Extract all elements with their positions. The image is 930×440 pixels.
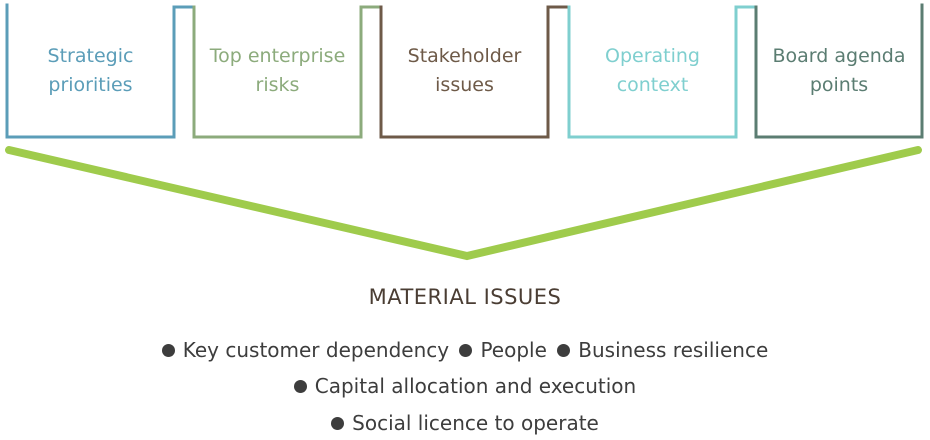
issue-item: Social licence to operate (331, 411, 599, 435)
issues-line-1: Key customer dependency People Business … (0, 338, 930, 362)
box-label-board-agenda-points: Board agenda points (772, 45, 906, 96)
issue-label: People (480, 338, 547, 362)
box-label-operating-context: Operating context (605, 45, 700, 96)
bullet-icon (293, 380, 307, 393)
funnel-chevron (5, 146, 922, 261)
box-board-agenda-points (754, 3, 924, 139)
bullet-icon (557, 344, 571, 357)
box-label-strategic-priorities: Strategic priorities (47, 45, 134, 96)
box-label-top-enterprise-risks: Top enterprise risks (209, 45, 346, 96)
issue-label: Key customer dependency (182, 338, 450, 362)
box-top-enterprise-risks (192, 5, 383, 139)
issues-line-2: Capital allocation and execution (0, 374, 930, 398)
box-operating-context (567, 5, 758, 139)
issue-label: Capital allocation and execution (314, 374, 637, 398)
box-stakeholder-issues (379, 5, 571, 139)
issue-item: Key customer dependency (161, 338, 450, 362)
box-label-stakeholder-issues: Stakeholder issues (407, 45, 522, 96)
issue-label: Social licence to operate (352, 411, 599, 435)
box-strategic-priorities (5, 3, 196, 139)
issues-line-3: Social licence to operate (0, 411, 930, 435)
material-issues-title: MATERIAL ISSUES (368, 285, 562, 309)
bullet-icon (459, 344, 473, 357)
issue-label: Business resilience (578, 338, 769, 362)
bullet-icon (161, 344, 175, 357)
issue-item: People (459, 338, 547, 362)
bullet-icon (331, 417, 345, 430)
issue-item: Capital allocation and execution (293, 374, 637, 398)
issue-item: Business resilience (557, 338, 768, 362)
